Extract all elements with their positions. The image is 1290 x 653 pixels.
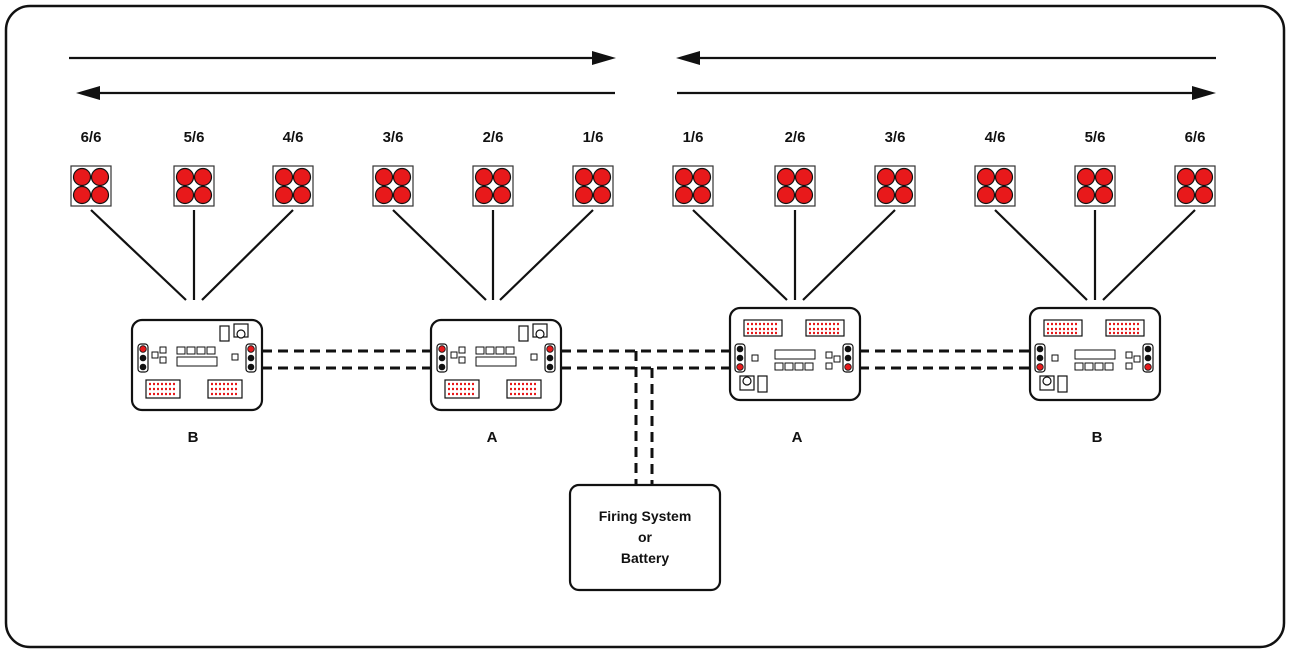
- seq-label: 1/6: [683, 129, 704, 146]
- seq-label: 3/6: [383, 129, 404, 146]
- module-right-b: B: [1028, 306, 1162, 446]
- seq-label: 4/6: [283, 129, 304, 146]
- rack-wires: [90, 209, 1196, 301]
- seq-label: 2/6: [483, 129, 504, 146]
- module-icon: [728, 306, 862, 402]
- dashed-cables: [262, 349, 1029, 486]
- module-left-a: A: [429, 318, 563, 446]
- seq-label: 1/6: [583, 129, 604, 146]
- module-icon: [130, 318, 264, 412]
- firing-system-label: Firing System: [599, 508, 692, 524]
- rack-icon: [272, 165, 314, 207]
- module-label: A: [792, 429, 803, 446]
- module-label: B: [188, 429, 199, 446]
- seq-label: 6/6: [1185, 129, 1206, 146]
- module-label: B: [1092, 429, 1103, 446]
- arrow-right-bottom-right: [677, 86, 1216, 100]
- firing-system-or: or: [638, 529, 653, 545]
- rack-icon: [672, 165, 714, 207]
- rack-icon: [572, 165, 614, 207]
- module-icon: [1028, 306, 1162, 402]
- rack-icon: [774, 165, 816, 207]
- sequence-labels-left: 6/6 5/6 4/6 3/6 2/6 1/6: [81, 129, 604, 146]
- rack-icon: [874, 165, 916, 207]
- arrow-left-bottom-left: [76, 86, 615, 100]
- seq-label: 5/6: [184, 129, 205, 146]
- seq-label: 4/6: [985, 129, 1006, 146]
- seq-label: 3/6: [885, 129, 906, 146]
- firing-system-box: Firing System or Battery: [568, 483, 722, 592]
- rack-icon: [1074, 165, 1116, 207]
- rack-icon: [1174, 165, 1216, 207]
- module-icon: [429, 318, 563, 412]
- arrow-left-top-right: [69, 51, 616, 65]
- module-left-b: B: [130, 318, 264, 446]
- seq-label: 2/6: [785, 129, 806, 146]
- firing-system-battery: Battery: [621, 550, 669, 566]
- sequence-labels-right: 1/6 2/6 3/6 4/6 5/6 6/6: [683, 129, 1206, 146]
- arrow-right-top-left: [676, 51, 1216, 65]
- rack-icon: [173, 165, 215, 207]
- rack-icon: [472, 165, 514, 207]
- seq-label: 6/6: [81, 129, 102, 146]
- rack-icon: [974, 165, 1016, 207]
- rack-icon: [70, 165, 112, 207]
- direction-arrows: [69, 51, 1216, 100]
- seq-label: 5/6: [1085, 129, 1106, 146]
- diagram-frame: [4, 4, 1286, 649]
- rack-icon: [372, 165, 414, 207]
- module-right-a: A: [728, 306, 862, 446]
- module-label: A: [487, 429, 498, 446]
